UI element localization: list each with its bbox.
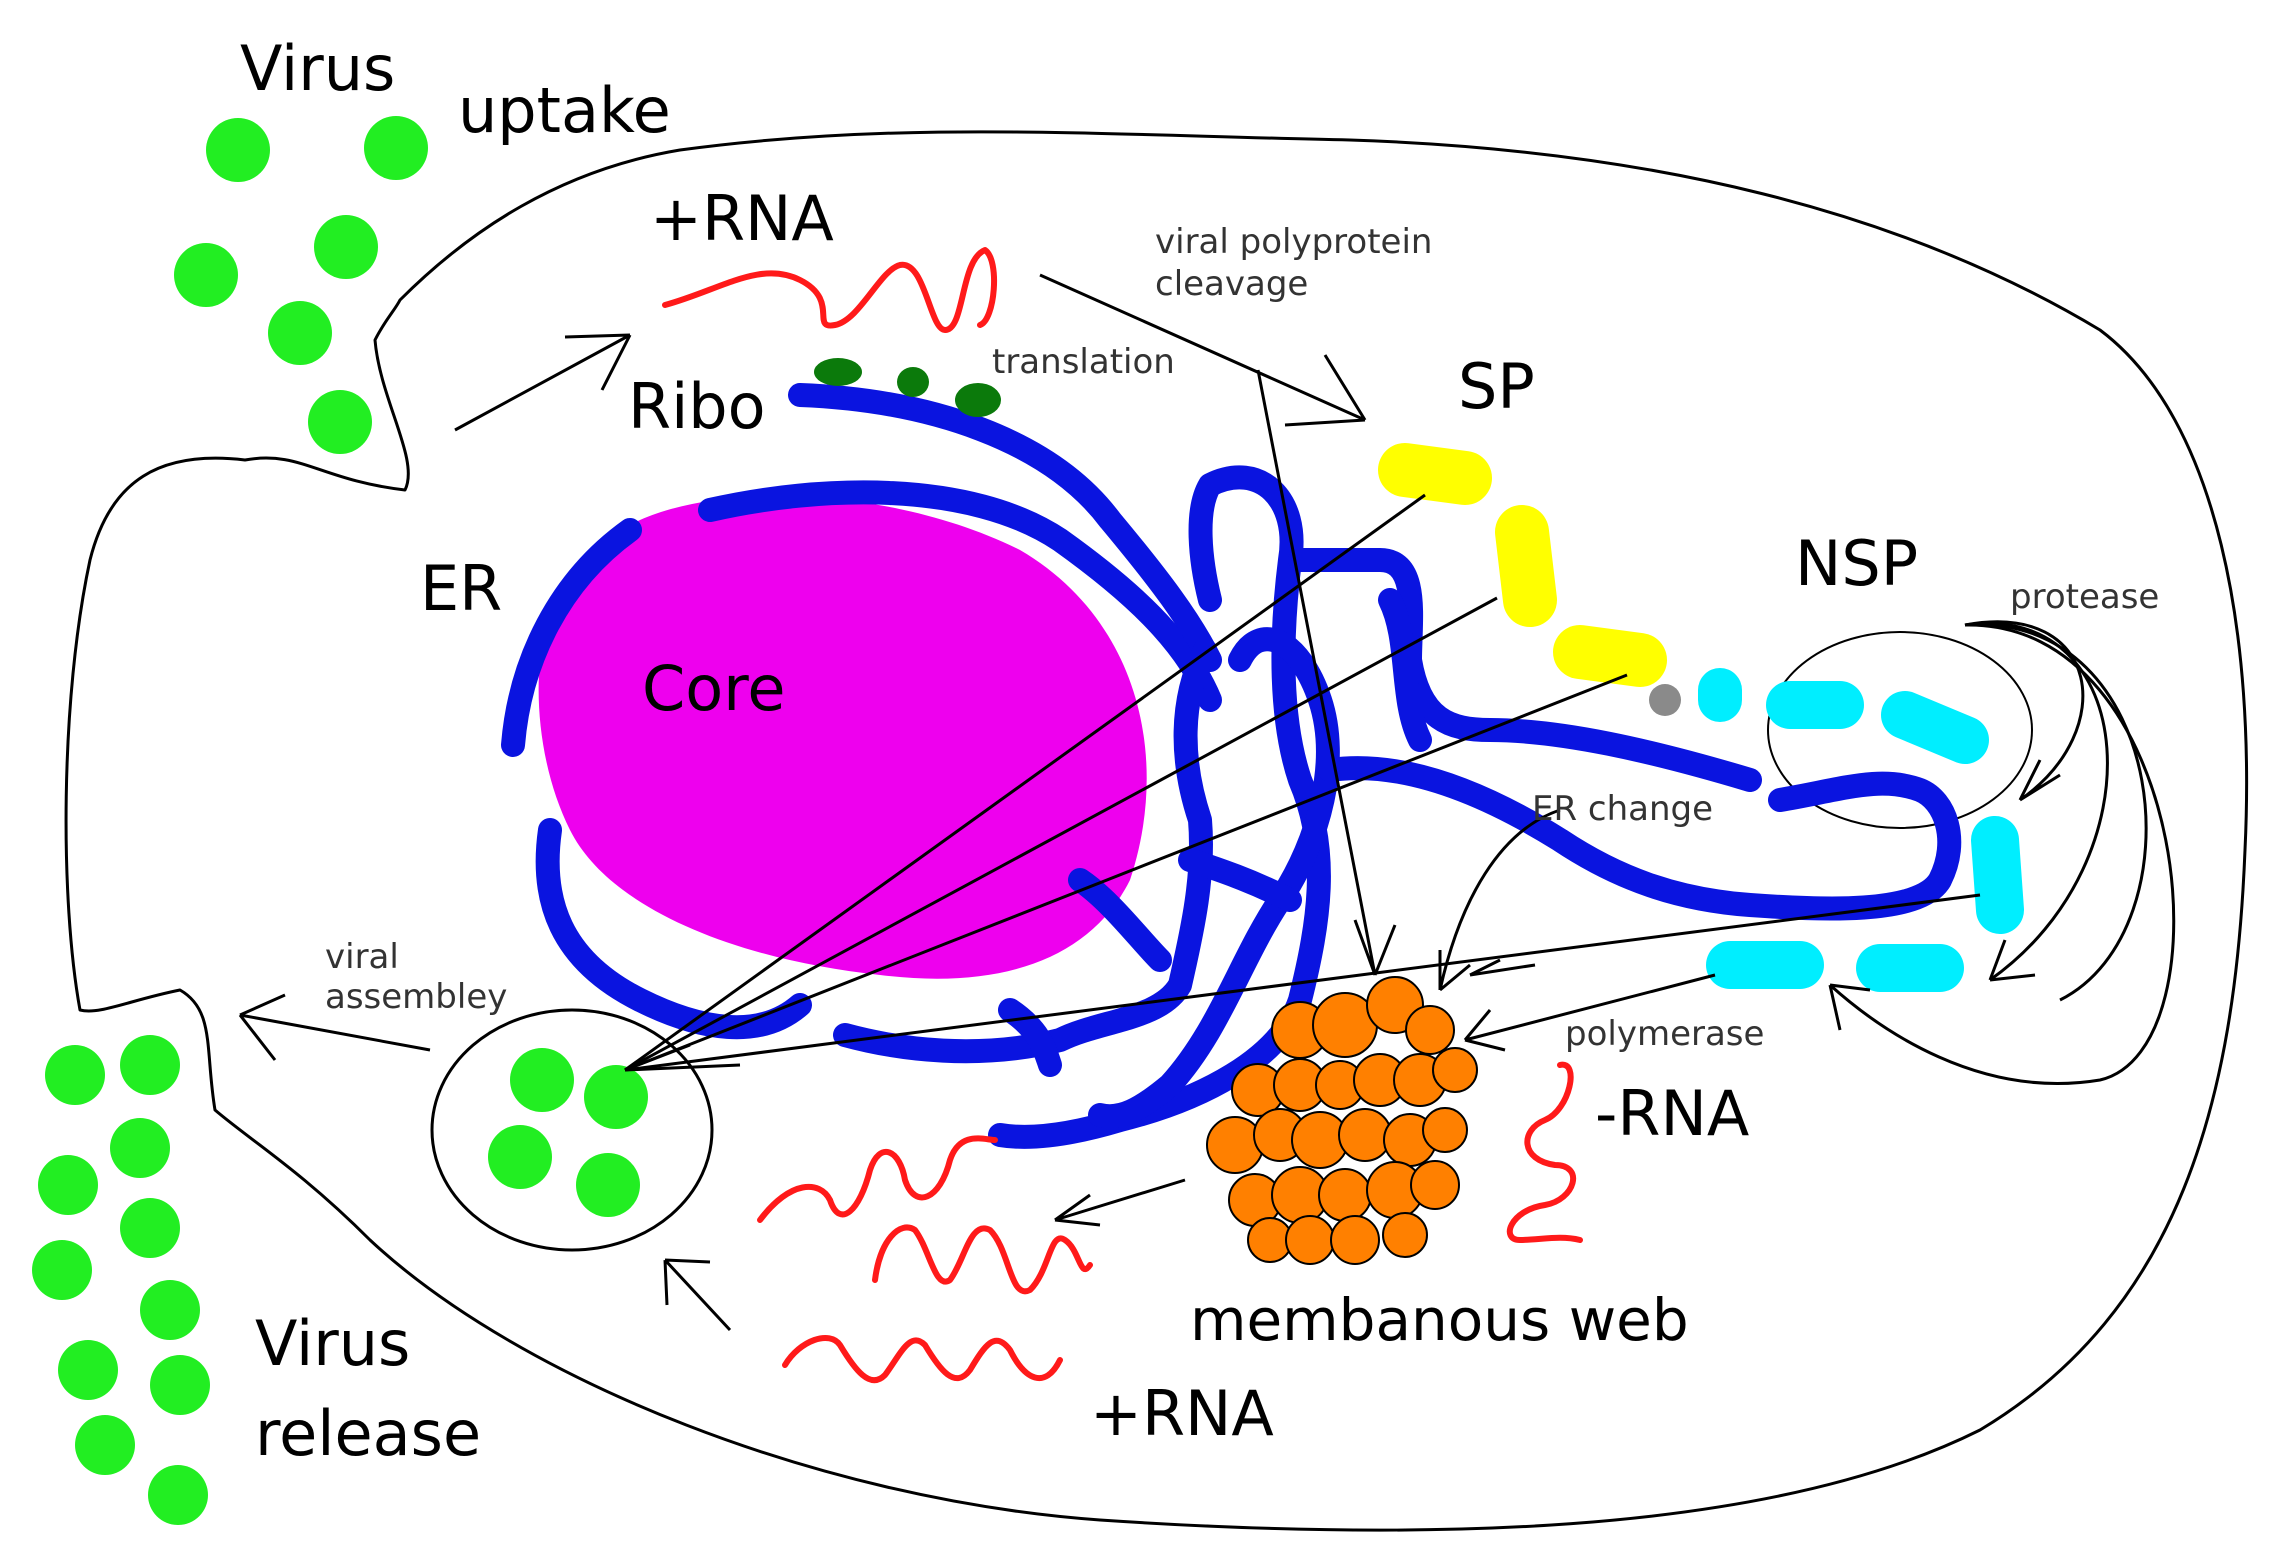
arrow-web-to-rna: [1054, 1178, 1186, 1227]
web-vesicle: [1382, 1212, 1428, 1258]
virus-particle: [120, 1198, 180, 1258]
arrow-sp1-to-assembly: [624, 493, 1426, 1072]
label-virus-uptake-1: Virus: [240, 32, 395, 105]
label-er-change: ER change: [1532, 789, 1713, 829]
label-virus-uptake-2: uptake: [458, 74, 671, 147]
web-vesicle: [1285, 1215, 1335, 1265]
web-vesicle: [1405, 1005, 1455, 1055]
arrow-sp3-to-assembly: [624, 673, 1628, 1072]
label-protease: protease: [2010, 577, 2159, 617]
virus-particle: [488, 1125, 552, 1189]
virus-particle: [32, 1240, 92, 1300]
rna-strands-bottom: [757, 1135, 1093, 1384]
arrow-web-small: [1469, 958, 1536, 977]
web-vesicle: [1432, 1047, 1478, 1093]
label-core: Core: [642, 652, 786, 725]
arrow-uptake: [454, 333, 632, 432]
label-polymerase: polymerase: [1565, 1014, 1764, 1054]
arrow-cleavage: [1039, 273, 1367, 427]
virus-particle: [268, 301, 332, 365]
ribosome: [897, 367, 929, 397]
label-virus-release-2: release: [255, 1397, 481, 1470]
virus-particle: [584, 1065, 648, 1129]
virus-particle: [140, 1280, 200, 1340]
arrow-er-change: [1438, 808, 1561, 992]
arrow-assembly-to-release: [238, 993, 431, 1061]
label-rna-top: +RNA: [650, 182, 834, 255]
virus-particle: [308, 390, 372, 454]
label-sp: SP: [1458, 350, 1535, 423]
web-vesicle: [1318, 1168, 1372, 1222]
label-ribo: Ribo: [628, 370, 766, 443]
arrows: [238, 273, 2176, 1332]
label-viral-assembley-2: assembley: [325, 977, 507, 1017]
virus-particle: [510, 1048, 574, 1112]
virus-particle: [576, 1153, 640, 1217]
arrow-polymerase: [1463, 973, 1716, 1052]
label-membranous-web: membanous web: [1190, 1286, 1689, 1354]
virus-particle: [206, 118, 270, 182]
assembly-compartment: [430, 1008, 714, 1252]
labels: Virus uptake +RNA viral polyprotein clea…: [240, 32, 2159, 1470]
rna-strand-top: [662, 247, 998, 333]
label-viral-assembley-1: viral: [325, 937, 399, 977]
virus-particle: [45, 1045, 105, 1105]
label-nsp: NSP: [1795, 527, 1918, 600]
arrow-nsp-to-assembly: [624, 893, 1981, 1072]
web-vesicle: [1422, 1107, 1468, 1153]
virus-particle: [150, 1355, 210, 1415]
ribosome: [955, 383, 1001, 417]
endoplasmic-reticulum: [501, 383, 1962, 1149]
arrow-protease-1: [1964, 620, 2085, 802]
arrow-protease-3: [1828, 623, 2176, 1085]
virus-particle: [58, 1340, 118, 1400]
arrow-rna-to-assembly: [663, 1258, 732, 1332]
label-virus-release-1: Virus: [255, 1307, 410, 1380]
virus-particles-release: [32, 1035, 210, 1525]
rna-strand-negative: [1506, 1061, 1583, 1243]
web-vesicle: [1338, 1108, 1392, 1162]
virus-particles-assembly: [488, 1048, 648, 1217]
arrow-protease-4: [1964, 623, 2148, 1002]
arrow-polyprotein-to-web: [1256, 369, 1397, 976]
web-vesicle: [1410, 1160, 1460, 1210]
structural-proteins: [1378, 443, 1667, 687]
nonstructural-proteins: [1698, 668, 2024, 992]
nsp-compartment: [1767, 631, 2033, 829]
cell-membrane: [64, 130, 2249, 1532]
arrow-sp2-to-assembly: [624, 596, 1498, 1072]
virus-particle: [148, 1465, 208, 1525]
virus-particle: [120, 1035, 180, 1095]
virus-particle: [314, 215, 378, 279]
virus-particle: [75, 1415, 135, 1475]
label-neg-rna: -RNA: [1595, 1077, 1749, 1150]
arrow-protease-2: [1964, 621, 2109, 982]
label-er: ER: [420, 552, 502, 625]
web-vesicle: [1330, 1215, 1380, 1265]
virus-particles-uptake: [174, 116, 428, 454]
label-rna-bottom: +RNA: [1090, 1377, 1274, 1450]
arrow-assembly-head: [624, 1043, 741, 1072]
membranous-web: [1206, 976, 1478, 1265]
label-polyprotein-1: viral polyprotein: [1155, 222, 1432, 262]
label-translation: translation: [992, 342, 1175, 382]
label-polyprotein-2: cleavage: [1155, 264, 1308, 304]
web-vesicle: [1206, 1116, 1264, 1174]
virus-particle: [38, 1155, 98, 1215]
virus-particle: [364, 116, 428, 180]
ribosomes: [814, 358, 1001, 417]
virus-particle: [110, 1118, 170, 1178]
nucleus-core: [538, 496, 1147, 979]
virus-particle: [174, 243, 238, 307]
cleavage-site-dot: [1649, 684, 1681, 716]
ribosome: [814, 358, 862, 386]
